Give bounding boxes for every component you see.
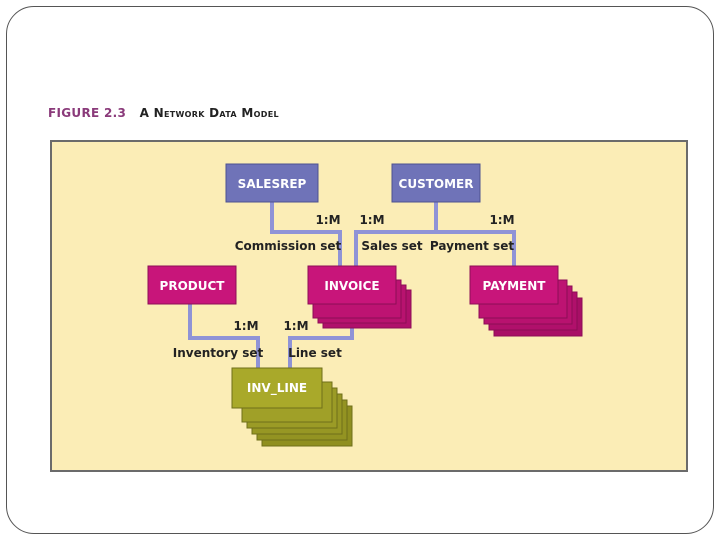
connector-salesrep-invoice: [270, 202, 342, 268]
entity-invoice: INVOICE: [307, 265, 412, 329]
cardinality-payment: 1:M: [489, 213, 514, 227]
entity-invoice-label: INVOICE: [324, 279, 379, 293]
cardinality-commission: 1:M: [315, 213, 340, 227]
figure-title: A Network Data Model: [139, 106, 279, 120]
entity-salesrep: SALESREP: [225, 163, 319, 203]
entity-customer-label: CUSTOMER: [399, 177, 474, 191]
rel-label-line-set: Line set: [288, 346, 342, 360]
figure-number: FIGURE 2.3: [48, 106, 127, 120]
entity-inv-line: INV_LINE: [231, 367, 353, 447]
connector-customer-payment: [436, 230, 516, 268]
entity-payment: PAYMENT: [469, 265, 583, 337]
cardinality-inventory: 1:M: [233, 319, 258, 333]
figure-caption: FIGURE 2.3 A Network Data Model: [48, 106, 279, 120]
connector-product-invline: [188, 304, 260, 368]
entity-product-label: PRODUCT: [160, 279, 226, 293]
rel-label-sales-set: Sales set: [361, 239, 423, 253]
cardinality-line: 1:M: [283, 319, 308, 333]
rel-label-inventory-set: Inventory set: [173, 346, 264, 360]
entity-payment-label: PAYMENT: [483, 279, 547, 293]
entity-salesrep-label: SALESREP: [238, 177, 307, 191]
entity-inv-line-label: INV_LINE: [247, 381, 307, 396]
cardinality-sales: 1:M: [359, 213, 384, 227]
connector-customer-invoice: [354, 202, 438, 268]
entity-product: PRODUCT: [147, 265, 237, 305]
rel-label-payment-set: Payment set: [430, 239, 514, 253]
entity-customer: CUSTOMER: [391, 163, 481, 203]
rel-label-commission-set: Commission set: [235, 239, 342, 253]
